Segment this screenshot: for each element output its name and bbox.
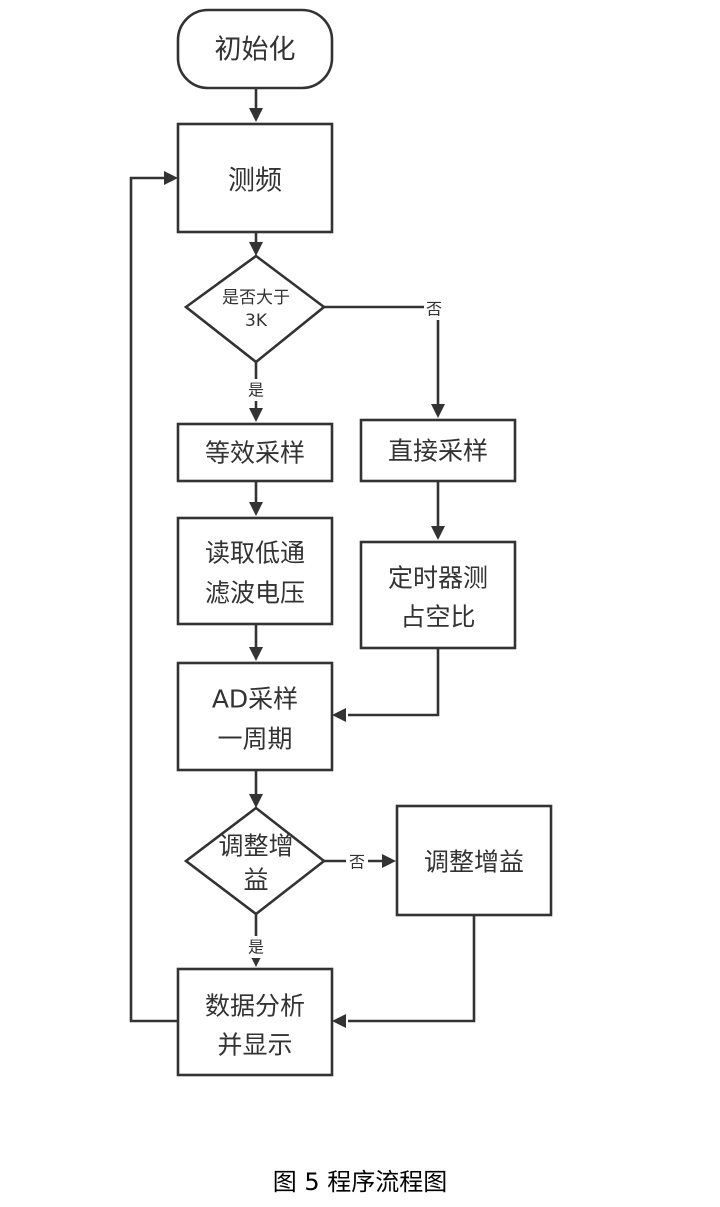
arrowhead-down xyxy=(249,794,263,808)
arrowheads xyxy=(164,108,445,1028)
timer-duty-box: 定时器测 占空比 xyxy=(359,540,517,650)
analyze-display-line2: 并显示 xyxy=(217,1031,292,1060)
start-node-label: 初始化 xyxy=(215,35,296,66)
decision-gain-line2: 益 xyxy=(243,866,268,895)
label-yes-3k: 是 xyxy=(246,379,266,401)
decision-3k-line1: 是否大于 xyxy=(222,288,290,308)
arrowhead-left xyxy=(332,708,346,722)
arrowhead-down xyxy=(249,408,263,422)
arrowhead-right xyxy=(382,854,396,868)
edge-decision-no xyxy=(324,305,440,406)
measure-frequency-box: 测频 xyxy=(176,122,334,234)
decision-3k-line2: 3K xyxy=(245,311,268,331)
connectors xyxy=(129,88,476,1023)
label-yes-gain: 是 xyxy=(246,936,266,958)
direct-sampling-box: 直接采样 xyxy=(359,418,517,483)
read-lowpass-line1: 读取低通 xyxy=(205,539,305,568)
equivalent-sampling-label: 等效采样 xyxy=(205,439,305,468)
svg-text:是: 是 xyxy=(248,938,264,957)
arrowhead-down xyxy=(249,502,263,516)
arrowhead-down xyxy=(249,647,263,661)
ad-sampling-line2: 一周期 xyxy=(217,725,292,754)
timer-duty-line2: 占空比 xyxy=(400,603,475,632)
arrowhead-down xyxy=(431,526,445,540)
label-no-3k: 否 xyxy=(424,298,444,320)
label-no-gain: 否 xyxy=(346,851,368,873)
arrowhead-down xyxy=(431,404,445,418)
adjust-gain-box: 调整增益 xyxy=(395,804,553,917)
equivalent-sampling-box: 等效采样 xyxy=(176,422,334,483)
svg-text:否: 否 xyxy=(349,853,365,872)
timer-duty-line1: 定时器测 xyxy=(388,564,488,593)
edge-adjust-to-analyze xyxy=(348,915,476,1023)
arrowhead-down xyxy=(249,242,263,256)
ad-sampling-box: AD采样 一周期 xyxy=(176,661,334,772)
analyze-display-box: 数据分析 并显示 xyxy=(176,967,334,1077)
analyze-display-line1: 数据分析 xyxy=(205,992,305,1021)
svg-text:否: 否 xyxy=(426,300,442,319)
edge-timer-to-ad xyxy=(348,648,440,717)
decision-gain: 调整增 益 xyxy=(183,806,327,916)
svg-text:是: 是 xyxy=(248,381,264,400)
adjust-gain-label: 调整增益 xyxy=(424,848,524,877)
read-lowpass-line2: 滤波电压 xyxy=(205,579,305,608)
arrowhead-left xyxy=(332,1014,346,1028)
ad-sampling-line1: AD采样 xyxy=(212,685,298,714)
program-flowchart: 初始化 测频 是否大于 3K 等效采样 直接采样 读取低通 滤波电压 定时器测 … xyxy=(129,8,553,1077)
start-node: 初始化 xyxy=(176,8,334,90)
decision-gain-line1: 调整增 xyxy=(218,832,293,861)
measure-frequency-label: 测频 xyxy=(228,166,282,197)
read-lowpass-box: 读取低通 滤波电压 xyxy=(176,516,334,626)
arrowhead-down xyxy=(249,108,263,122)
figure-caption: 图 5 程序流程图 xyxy=(272,1168,448,1196)
edge-loop-back xyxy=(129,176,178,1023)
direct-sampling-label: 直接采样 xyxy=(388,437,488,466)
arrowhead-right xyxy=(164,171,178,185)
decision-3k: 是否大于 3K xyxy=(183,254,327,364)
